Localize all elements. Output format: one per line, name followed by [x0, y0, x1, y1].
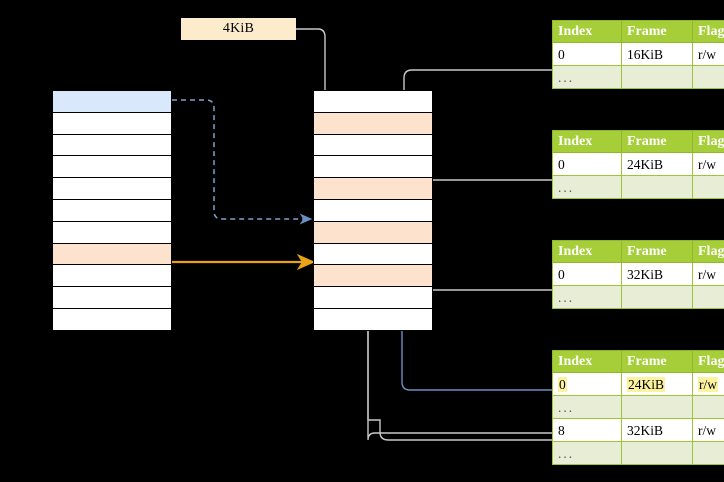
highlighted-value: 24KiB: [627, 376, 666, 392]
memory-row: [313, 111, 433, 135]
table-cell: ...: [552, 65, 622, 89]
table-cell: [692, 65, 724, 89]
column-header-index: Index: [552, 240, 622, 263]
table-row[interactable]: ...: [552, 175, 724, 199]
memory-row: [313, 242, 433, 266]
table-cell: [692, 285, 724, 309]
memory-row: [52, 199, 172, 222]
memory-row: [313, 220, 433, 244]
virtual-address-column: [52, 90, 172, 331]
column-header-flags: Flags: [692, 240, 724, 263]
column-header-index: Index: [552, 350, 622, 373]
column-header-flags: Flags: [692, 350, 724, 373]
memory-row: [52, 242, 172, 266]
table-row[interactable]: ...: [552, 395, 724, 419]
table-cell: ...: [552, 285, 622, 309]
table-cell: 16KiB: [621, 42, 693, 66]
memory-row: [52, 133, 172, 157]
column-header-frame: Frame: [621, 20, 693, 43]
memory-row: [52, 286, 172, 309]
column-header-index: Index: [552, 130, 622, 153]
table-row[interactable]: 0 24KiB r/w: [552, 372, 724, 396]
column-header-flags: Flags: [692, 130, 724, 153]
memory-row: [52, 90, 172, 113]
table-cell: 32KiB: [621, 418, 693, 442]
memory-row: [313, 90, 433, 113]
table-cell: ...: [552, 395, 622, 419]
memory-row: [52, 155, 172, 179]
table-cell: ...: [552, 175, 622, 199]
column-header-flags: Flags: [692, 20, 724, 43]
table-cell: [692, 395, 724, 419]
memory-row: [313, 264, 433, 288]
column-header-frame: Frame: [621, 130, 693, 153]
table-header-row: Index Frame Flags: [552, 350, 724, 373]
table-cell: ...: [552, 441, 622, 465]
physical-frame-column: [313, 90, 433, 331]
page-table-level-1: Index Frame Flags 016KiBr/w...: [552, 20, 724, 89]
memory-row: [313, 133, 433, 157]
wire-table2-to-middle: [416, 179, 552, 224]
memory-row: [52, 220, 172, 244]
size-label-text: 4KiB: [222, 21, 255, 36]
table-header-row: Index Frame Flags: [552, 20, 724, 43]
page-table-level-4: Index Frame Flags 024KiBr/w...832KiBr/w.…: [552, 350, 724, 465]
table-cell: 0: [552, 262, 622, 286]
table-row[interactable]: ...: [552, 65, 724, 89]
memory-row: [313, 155, 433, 179]
highlighted-value: r/w: [698, 376, 718, 392]
table-cell: r/w: [692, 262, 724, 286]
memory-row: [313, 308, 433, 331]
column-header-frame: Frame: [621, 350, 693, 373]
column-header-index: Index: [552, 20, 622, 43]
memory-row: [313, 286, 433, 309]
table-cell: 8: [552, 418, 622, 442]
table-cell: 0: [552, 372, 622, 396]
memory-row: [52, 177, 172, 200]
table-cell: [692, 441, 724, 465]
table-cell: 0: [552, 42, 622, 66]
table-cell: r/w: [692, 372, 724, 396]
memory-row: [52, 308, 172, 331]
table-cell: [692, 175, 724, 199]
table-cell: r/w: [692, 152, 724, 176]
column-header-frame: Frame: [621, 240, 693, 263]
table-cell: 24KiB: [621, 152, 693, 176]
table-cell: [621, 65, 693, 89]
page-table-level-2: Index Frame Flags 024KiBr/w...: [552, 130, 724, 199]
table-row[interactable]: ...: [552, 285, 724, 309]
table-cell: 24KiB: [621, 372, 693, 396]
table-row[interactable]: ...: [552, 441, 724, 465]
table-cell: r/w: [692, 42, 724, 66]
memory-row: [52, 264, 172, 288]
memory-row: [52, 111, 172, 135]
table-header-row: Index Frame Flags: [552, 240, 724, 263]
table-cell: [621, 441, 693, 465]
table-header-row: Index Frame Flags: [552, 130, 724, 153]
highlighted-value: 0: [558, 376, 567, 392]
wire-left-blue-dashed: [172, 99, 313, 225]
table-cell: 0: [552, 152, 622, 176]
table-cell: 32KiB: [621, 262, 693, 286]
memory-row: [313, 177, 433, 200]
table-cell: [621, 175, 693, 199]
size-label-chip: 4KiB: [181, 18, 296, 40]
memory-row: [313, 199, 433, 222]
table-cell: r/w: [692, 418, 724, 442]
table-cell: [621, 395, 693, 419]
page-table-level-3: Index Frame Flags 032KiBr/w...: [552, 240, 724, 309]
table-cell: [621, 285, 693, 309]
